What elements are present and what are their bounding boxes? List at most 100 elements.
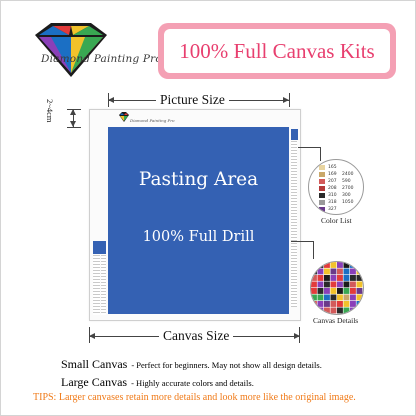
- drill-cell: [311, 275, 317, 281]
- canvas-details-label: Canvas Details: [313, 316, 359, 325]
- canvas-size-arrow-left: [89, 333, 95, 339]
- large-canvas-title: Large Canvas: [61, 375, 128, 389]
- color-count: 2400: [342, 172, 354, 177]
- drill-cell: [350, 307, 356, 314]
- drill-cell: [356, 275, 363, 281]
- drill-cell: [311, 281, 317, 288]
- left-blue-swatch: [93, 241, 106, 254]
- drill-cell: [317, 288, 324, 294]
- drill-cell: [350, 281, 356, 288]
- drill-cell: [324, 268, 330, 275]
- drill-cell: [343, 275, 350, 281]
- margin-line: [73, 109, 74, 127]
- drill-cell: [324, 301, 330, 307]
- drill-cell: [311, 301, 317, 307]
- color-list-row: 208 2700: [317, 185, 356, 192]
- drill-cell: [324, 294, 330, 301]
- drill-cell: [317, 268, 324, 275]
- drill-cell: [337, 268, 343, 275]
- color-swatch: [319, 186, 325, 191]
- logo-text: Diamond Painting Pro: [41, 53, 162, 65]
- color-swatch: [319, 193, 325, 198]
- drill-cell: [356, 281, 363, 288]
- banner-title: 100% Full Canvas Kits: [179, 38, 375, 63]
- color-code: 207: [328, 179, 337, 184]
- color-swatch: [319, 207, 325, 212]
- color-code: 169: [328, 172, 337, 177]
- color-swatch: [319, 200, 325, 205]
- drill-cell: [317, 294, 324, 301]
- color-list-connector: [298, 147, 320, 148]
- small-canvas-desc: - Perfect for beginners. May not show al…: [131, 360, 322, 370]
- drill-cell: [330, 307, 337, 314]
- drill-cell: [311, 307, 317, 314]
- drill-cell: [330, 288, 337, 294]
- drill-cell: [317, 281, 324, 288]
- color-list-row: 318 1050: [317, 199, 356, 206]
- color-count: 1050: [342, 200, 354, 205]
- drill-cell: [350, 288, 356, 294]
- small-canvas-note: Small Canvas - Perfect for beginners. Ma…: [61, 355, 322, 373]
- drill-cell: [311, 294, 317, 301]
- drill-cell: [317, 262, 324, 268]
- drill-cell: [350, 268, 356, 275]
- drill-cell: [330, 275, 337, 281]
- color-code: 327: [328, 207, 337, 212]
- drill-cell: [356, 288, 363, 294]
- diamond-icon: [35, 23, 107, 77]
- drill-cell: [343, 301, 350, 307]
- mini-logo-text: Diamond Painting Pro: [130, 118, 175, 123]
- drill-cell: [350, 294, 356, 301]
- drill-cell: [343, 307, 350, 314]
- canvas-size-label: Canvas Size: [159, 328, 234, 344]
- drill-cell: [337, 301, 343, 307]
- color-code: 310: [328, 193, 337, 198]
- left-color-legend-strip: [93, 255, 100, 315]
- drill-cell: [343, 288, 350, 294]
- color-swatch: [319, 172, 325, 177]
- large-canvas-note: Large Canvas - Highly accurate colors an…: [61, 373, 254, 391]
- color-list-row: 165: [317, 164, 356, 171]
- drill-cell: [311, 262, 317, 268]
- drill-cell: [337, 288, 343, 294]
- drill-cell: [356, 307, 363, 314]
- color-list-row: 327: [317, 206, 356, 213]
- color-code: 208: [328, 186, 337, 191]
- right-color-legend-strip: [291, 141, 297, 307]
- canvas-size-arrow-right: [294, 333, 300, 339]
- picture-size-tick-right: [289, 93, 290, 107]
- drill-cell: [350, 262, 356, 268]
- drill-cell: [324, 281, 330, 288]
- drill-cell: [330, 281, 337, 288]
- drill-cell: [343, 268, 350, 275]
- color-swatch: [319, 165, 325, 170]
- title-banner-inner: 100% Full Canvas Kits: [164, 29, 390, 73]
- drill-cell: [343, 281, 350, 288]
- margin-arrow-down: [70, 121, 76, 127]
- drill-cell: [324, 288, 330, 294]
- left-inner-legend-strip: [101, 255, 106, 315]
- right-blue-swatch: [291, 129, 298, 140]
- mini-diamond-icon: [119, 112, 129, 122]
- drill-cell: [337, 281, 343, 288]
- color-code: 318: [328, 200, 337, 205]
- full-drill-label: 100% Full Drill: [142, 229, 255, 245]
- color-list-label: Color List: [321, 216, 352, 225]
- drill-cell: [317, 275, 324, 281]
- picture-size-arrow-left: [108, 97, 114, 103]
- drill-cell: [317, 301, 324, 307]
- canvas-size-tick-left: [89, 327, 90, 343]
- canvas-details-magnifier: [310, 261, 364, 315]
- drill-cell: [337, 294, 343, 301]
- drill-cell: [337, 275, 343, 281]
- drill-cell: [350, 275, 356, 281]
- margin-label: 2~4cm: [45, 99, 55, 123]
- drill-cell: [324, 275, 330, 281]
- color-count: 300: [342, 193, 351, 198]
- drill-cell: [311, 268, 317, 275]
- color-list-connector-drop: [320, 147, 321, 161]
- color-count: 2700: [342, 186, 354, 191]
